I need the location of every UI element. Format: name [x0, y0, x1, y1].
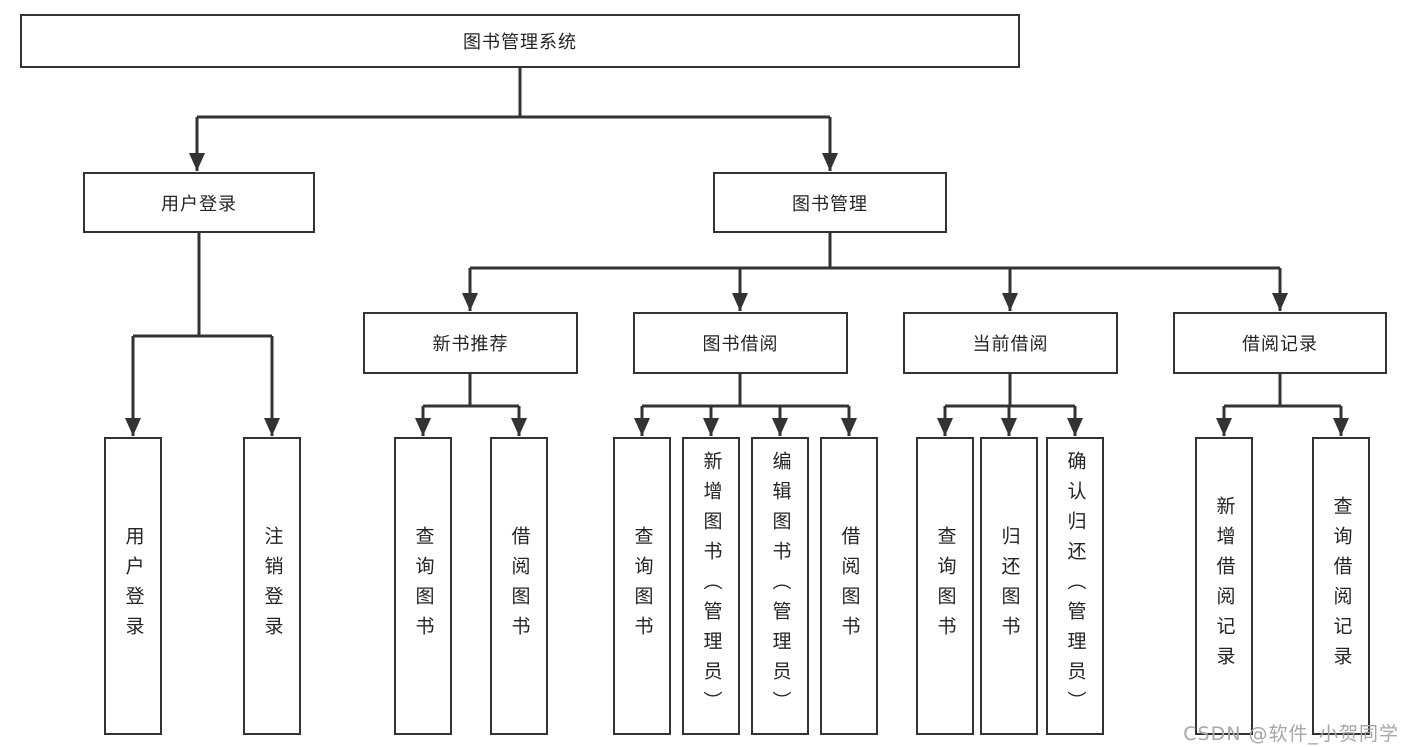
node-root: 图书管理系统: [20, 14, 1020, 68]
leaf-bb-edit-book: 编辑图书（管理员）: [751, 437, 809, 735]
node-book-borrow: 图书借阅: [633, 312, 848, 374]
leaf-cb-query-book-label: 查询图书: [934, 526, 957, 646]
leaf-logout-label: 注销登录: [261, 526, 284, 646]
edge-book-borrow-split: [642, 374, 849, 408]
leaf-cb-confirm-return: 确认归还（管理员）: [1046, 437, 1104, 735]
node-new-book-recommend: 新书推荐: [363, 312, 578, 374]
leaf-user-login: 用户登录: [104, 437, 162, 735]
leaf-nbr-query-book: 查询图书: [394, 437, 452, 735]
node-current-borrow-label: 当前借阅: [972, 334, 1049, 355]
leaf-bb-query-book: 查询图书: [613, 437, 671, 735]
leaf-bb-borrow-book: 借阅图书: [820, 437, 878, 735]
leaf-nbr-borrow-book-label: 借阅图书: [508, 526, 531, 646]
edge-user-login-split: [133, 233, 272, 338]
leaf-br-query-record-label: 查询借阅记录: [1330, 496, 1353, 676]
edge-book-management-split: [470, 233, 1280, 270]
leaf-logout: 注销登录: [243, 437, 301, 735]
leaf-bb-borrow-book-label: 借阅图书: [838, 526, 861, 646]
leaf-nbr-query-book-label: 查询图书: [412, 526, 435, 646]
edge-root-split: [197, 68, 830, 119]
edge-borrow-record-split: [1224, 374, 1341, 408]
node-book-management: 图书管理: [713, 172, 947, 233]
leaf-br-add-record: 新增借阅记录: [1195, 437, 1253, 735]
edge-current-borrow-split: [945, 374, 1075, 408]
leaf-br-add-record-label: 新增借阅记录: [1213, 496, 1236, 676]
leaf-br-query-record: 查询借阅记录: [1312, 437, 1370, 735]
node-user-login: 用户登录: [83, 172, 315, 233]
leaf-cb-return-book: 归还图书: [980, 437, 1038, 735]
edge-new-book-recommend-split: [423, 374, 519, 408]
node-user-login-label: 用户登录: [161, 193, 237, 215]
leaf-nbr-borrow-book: 借阅图书: [490, 437, 548, 735]
leaf-bb-edit-book-label: 编辑图书（管理员）: [769, 451, 792, 721]
node-book-borrow-label: 图书借阅: [702, 334, 779, 355]
csdn-watermark: CSDN @软件_小贺同学: [1183, 723, 1399, 745]
leaf-user-login-label: 用户登录: [122, 526, 145, 646]
node-root-label: 图书管理系统: [463, 32, 577, 53]
leaf-bb-add-book: 新增图书（管理员）: [682, 437, 740, 735]
node-borrow-record: 借阅记录: [1173, 312, 1387, 374]
node-book-management-label: 图书管理: [792, 193, 868, 215]
leaf-cb-confirm-return-label: 确认归还（管理员）: [1064, 451, 1087, 721]
node-new-book-recommend-label: 新书推荐: [432, 334, 509, 355]
leaf-cb-query-book: 查询图书: [916, 437, 974, 735]
leaf-cb-return-book-label: 归还图书: [998, 526, 1021, 646]
leaf-bb-query-book-label: 查询图书: [631, 526, 654, 646]
node-borrow-record-label: 借阅记录: [1242, 334, 1318, 355]
node-current-borrow: 当前借阅: [903, 312, 1118, 374]
leaf-bb-add-book-label: 新增图书（管理员）: [700, 451, 723, 721]
